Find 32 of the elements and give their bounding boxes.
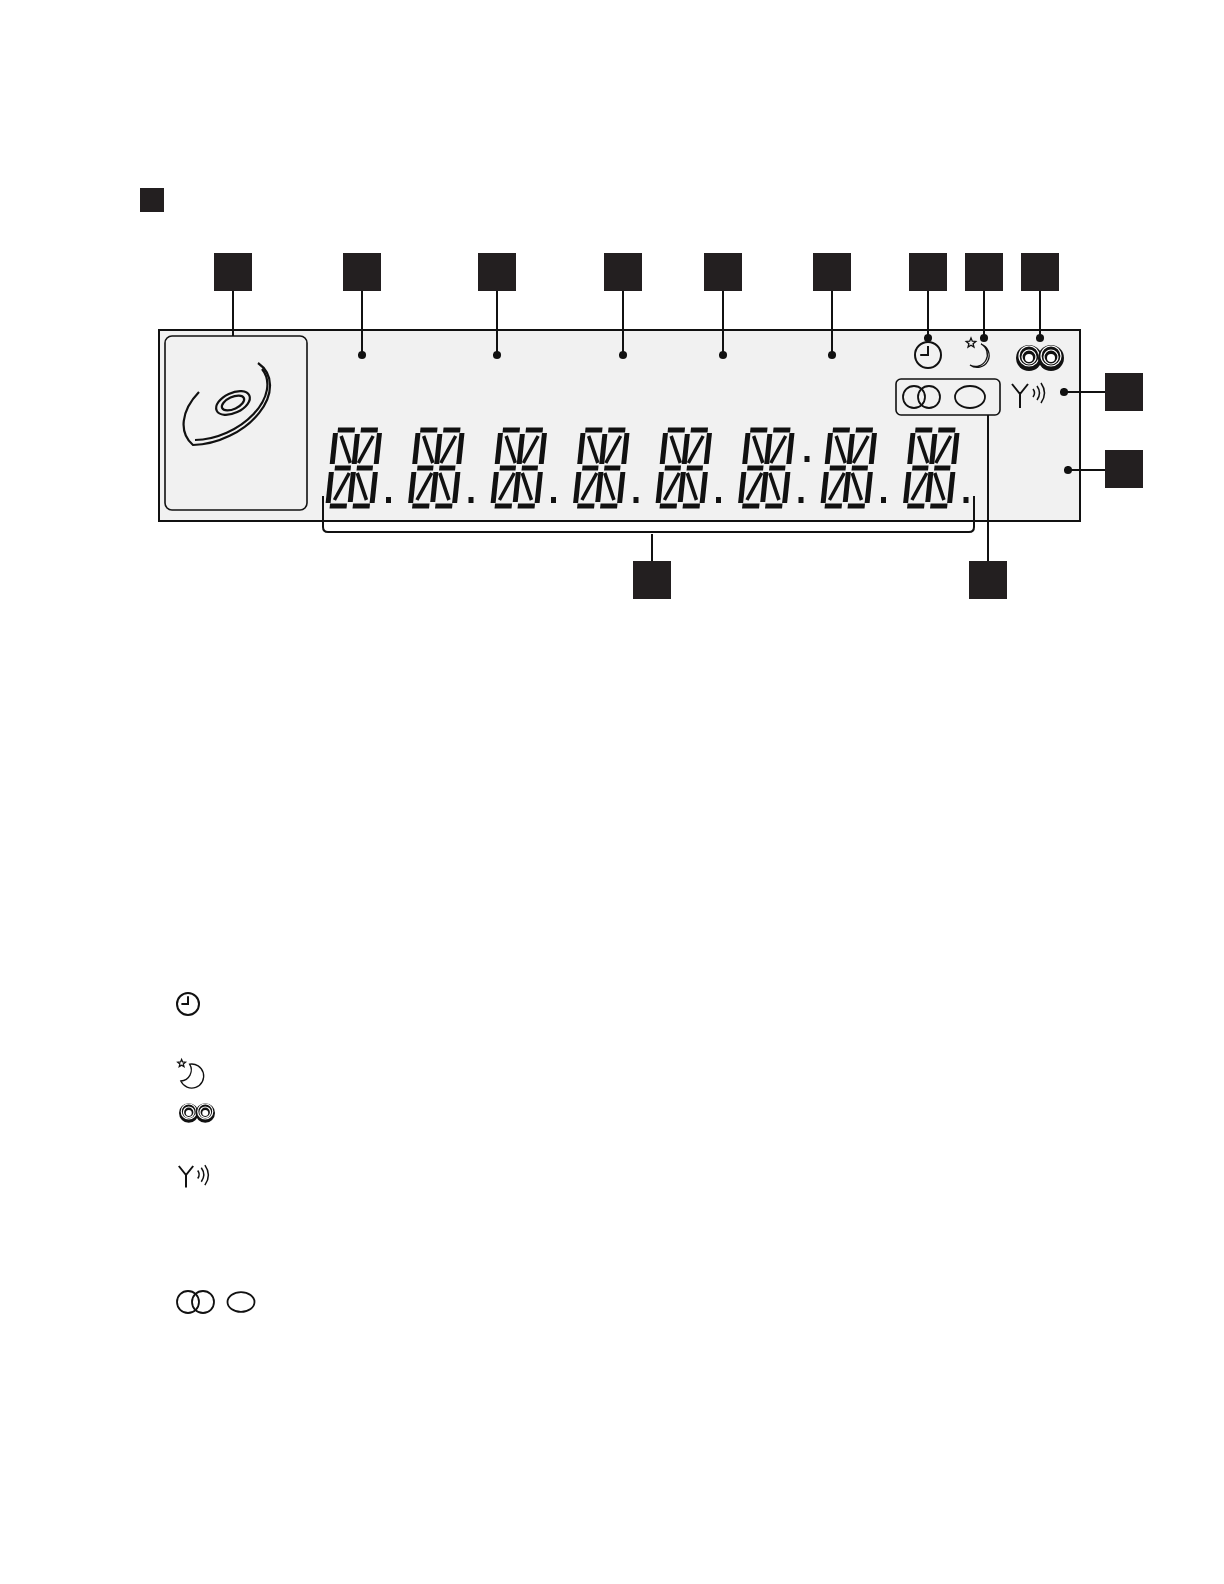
leader-line [987, 414, 989, 562]
callout-box [140, 188, 164, 212]
leader-line [979, 290, 989, 343]
callout-box [604, 253, 642, 291]
callout-box [478, 253, 516, 291]
callout-box [969, 561, 1007, 599]
leader-line [1063, 465, 1106, 475]
clock-icon [913, 338, 943, 368]
leader-line [718, 290, 728, 360]
callout-box [1021, 253, 1059, 291]
callout-box [1105, 373, 1143, 411]
callout-box [909, 253, 947, 291]
leader-line [827, 290, 837, 360]
callout-box [1105, 450, 1143, 488]
mode-indicator-box [896, 379, 1000, 415]
leader-line [357, 290, 367, 360]
callout-box [633, 561, 671, 599]
leader-line [1035, 290, 1045, 343]
callout-box [214, 253, 252, 291]
callout-box [813, 253, 851, 291]
moon-icon [962, 338, 992, 368]
callout-box [965, 253, 1003, 291]
bracket [321, 494, 976, 534]
leader-line [651, 533, 653, 562]
leader-line [1059, 387, 1106, 397]
callout-box [704, 253, 742, 291]
leader-line [232, 290, 234, 337]
leader-line [492, 290, 502, 360]
callout-box [343, 253, 381, 291]
disc-indicator [165, 336, 307, 510]
leader-line [923, 290, 933, 343]
leader-line [618, 290, 628, 360]
